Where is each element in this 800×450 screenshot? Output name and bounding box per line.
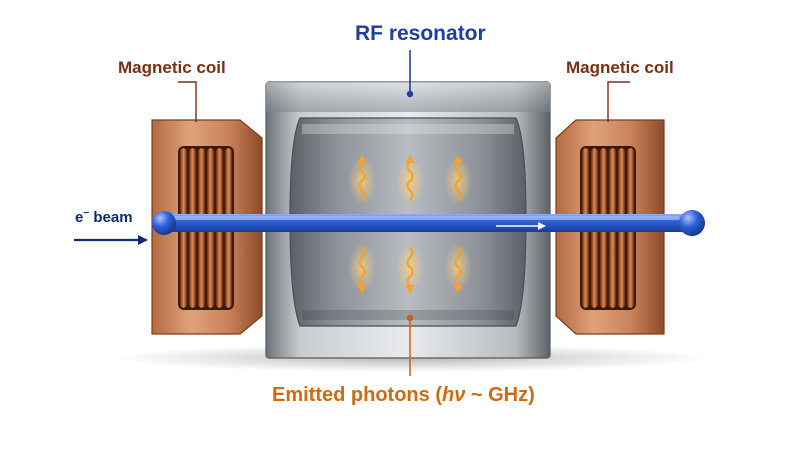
wavy-arrow-icon [396,243,424,293]
leader-coil-left [178,81,197,122]
rf-resonator-label: RF resonator [355,22,486,45]
emitted-photons-label: Emitted photons (hν ~ GHz) [272,384,535,407]
wavy-arrow-icon [348,155,376,205]
wavy-arrow-icon [444,155,472,205]
electron-beam [152,210,705,236]
beam-label-sup: − [83,208,90,219]
beam-direction-arrow-icon [74,235,148,245]
photon-arrows [348,155,472,293]
photons-label-main: Emitted photons ( [272,384,442,406]
leader-coil-right [607,81,630,122]
electron-beam-label: e− beam [75,208,133,226]
wavy-arrow-icon [396,155,424,205]
beam-label-e: e [75,209,84,226]
port-dot-top [406,90,414,98]
beam-label-suffix: beam [89,209,133,226]
port-dot-bottom [406,314,414,322]
photons-label-rest: ~ GHz) [465,384,535,406]
photons-label-hv: hν [441,384,466,406]
beam-direction-arrow [496,222,546,230]
wavy-arrow-icon [444,243,472,293]
magnetic-coil-left-label: Magnetic coil [118,58,226,77]
beam-end-left [152,211,176,235]
beam-end-right [679,210,705,236]
magnetic-coil-right-label: Magnetic coil [566,58,674,77]
wavy-arrow-icon [348,243,376,293]
